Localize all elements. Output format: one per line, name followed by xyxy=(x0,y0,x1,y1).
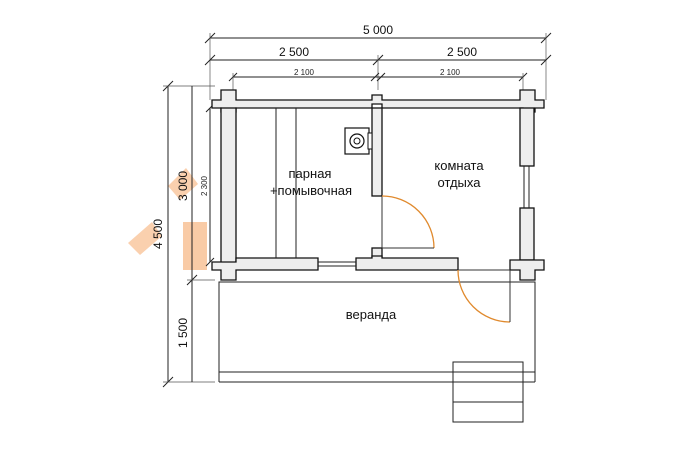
dimension-overall-width: 5 000 xyxy=(204,23,552,100)
dim-right-inner-label: 2 100 xyxy=(440,68,461,77)
dim-left-inner-label: 2 100 xyxy=(294,68,315,77)
door-steam-room xyxy=(381,195,435,249)
veranda-floor xyxy=(218,281,536,383)
dim-overall-width-label: 5 000 xyxy=(363,23,393,37)
room-label-steam-room-line1: парная xyxy=(289,166,332,181)
walls xyxy=(211,89,545,281)
wall-right-lower xyxy=(519,207,535,261)
watermark-arrow-upper xyxy=(168,168,198,200)
wall-bottom-middle xyxy=(355,255,459,271)
stove-icon xyxy=(344,127,373,155)
wall-corner-bottom-right xyxy=(509,259,545,281)
room-label-rest-room-line2: отдыха xyxy=(438,175,482,190)
wall-partition xyxy=(371,107,383,197)
watermark-arrows xyxy=(128,168,207,270)
dim-rooms-inner-depth-label: 2 300 xyxy=(200,175,209,196)
dim-right-section-label: 2 500 xyxy=(447,45,477,59)
watermark-block xyxy=(183,222,207,270)
dim-left-section-label: 2 500 xyxy=(279,45,309,59)
watermark-arrow-lower xyxy=(128,222,162,255)
room-label-steam-room-line2: +помывочная xyxy=(270,183,352,198)
wall-corner-bottom-left xyxy=(211,257,319,281)
dim-overall-depth-label: 4 500 xyxy=(151,219,165,249)
wall-left xyxy=(220,107,237,271)
dimension-sections: 2 500 2 500 xyxy=(204,45,552,90)
dimension-inner: 2 100 2 100 xyxy=(228,68,528,95)
door-rest-room xyxy=(457,269,511,323)
wall-right-upper xyxy=(519,107,535,167)
benches xyxy=(275,108,297,258)
dim-veranda-depth-label: 1 500 xyxy=(176,318,190,348)
entrance-steps xyxy=(452,361,524,423)
dimension-overall-depth: 4 500 xyxy=(151,80,215,388)
room-label-rest-room-line1: комната xyxy=(434,158,484,173)
dim-rooms-depth-label: 3 000 xyxy=(176,171,190,201)
room-label-veranda: веранда xyxy=(346,307,397,322)
dimension-veranda-depth: 1 500 xyxy=(176,280,193,382)
